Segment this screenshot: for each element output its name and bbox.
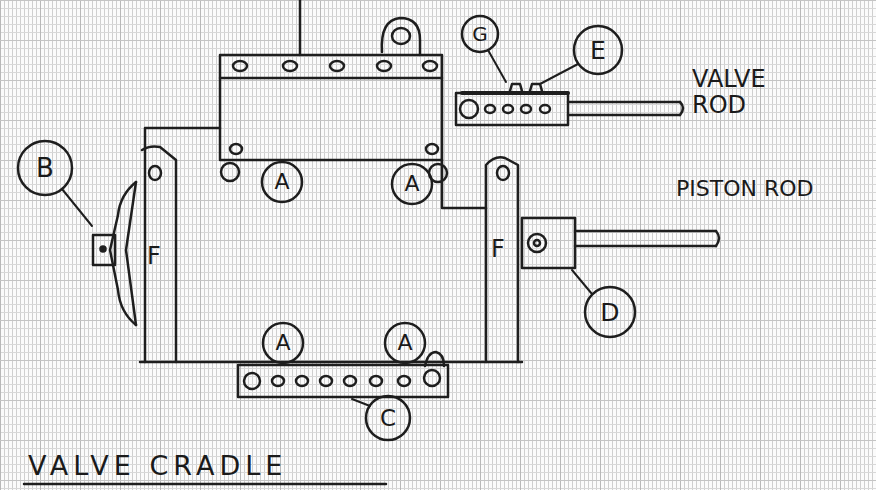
- left-side-plate: [142, 128, 220, 362]
- callout-letter: D: [600, 300, 619, 325]
- callout-letter: E: [590, 38, 606, 63]
- part-letter: F: [491, 237, 505, 261]
- callout-letter: G: [472, 24, 488, 44]
- part-label: VALVE ROD: [692, 66, 802, 119]
- part-label: PISTON ROD: [676, 178, 813, 200]
- callout-circles: [18, 16, 635, 440]
- leader-lines: [62, 50, 592, 406]
- drawing-title: VALVE CRADLE: [28, 452, 287, 479]
- title-underline: [24, 483, 386, 486]
- callout-letter: A: [275, 332, 290, 354]
- callout-letter: A: [404, 173, 419, 195]
- right-side-plate: [442, 157, 518, 362]
- top-block: [220, 55, 442, 160]
- callout-letter: C: [380, 407, 396, 430]
- part-letter: F: [147, 244, 161, 268]
- callout-letter: B: [36, 155, 54, 181]
- top-nut: [382, 18, 420, 55]
- base-line: [140, 361, 522, 364]
- pulley: [93, 182, 136, 325]
- top-rod: [299, 0, 302, 55]
- sketch-lines: [18, 0, 719, 484]
- valve-rod-block: [456, 84, 683, 125]
- nut: [221, 163, 239, 181]
- callout-letter: A: [274, 171, 289, 193]
- callout-letter: A: [397, 332, 412, 354]
- piston-rod-block: [522, 218, 719, 268]
